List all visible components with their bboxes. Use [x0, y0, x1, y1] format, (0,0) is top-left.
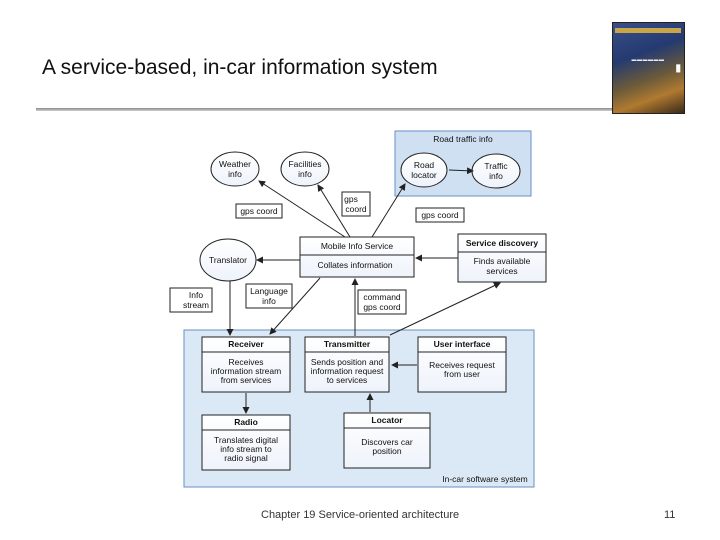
info-stream-line1: Info	[189, 290, 203, 300]
receiver-desc2: information stream	[211, 366, 281, 376]
mobile-info-service-box: Mobile Info Service Collates information	[299, 236, 415, 278]
traffic-info-line2: info	[489, 171, 503, 181]
transmitter-desc2: information request	[311, 366, 384, 376]
road-locator-line1: Road	[414, 160, 435, 170]
mobile-info-service-title: Mobile Info Service	[321, 241, 394, 251]
receiver-box: Receiver Receives information stream fro…	[201, 336, 291, 393]
service-discovery-box: Service discovery Finds available servic…	[457, 233, 547, 283]
user-interface-desc1: Receives request	[429, 360, 495, 370]
radio-box: Radio Translates digital info stream to …	[201, 414, 291, 471]
connector-lines	[226, 167, 501, 414]
user-interface-desc2: from user	[444, 369, 480, 379]
mobile-info-service-desc: Collates information	[317, 260, 392, 270]
gps-coord-mid-line1: gps	[344, 194, 358, 204]
info-stream-tag	[169, 287, 213, 313]
locator-title: Locator	[371, 415, 403, 425]
radio-desc1: Translates digital	[214, 435, 278, 445]
command-gps-line1: command	[363, 292, 401, 302]
transmitter-desc3: to services	[327, 375, 368, 385]
locator-desc1: Discovers car	[361, 437, 413, 447]
facilities-info-line2: info	[298, 169, 312, 179]
user-interface-title: User interface	[434, 339, 491, 349]
locator-desc2: position	[372, 446, 402, 456]
transmitter-title: Transmitter	[324, 339, 371, 349]
title-divider	[36, 108, 613, 111]
command-gps-tag	[357, 289, 407, 315]
radio-title: Radio	[234, 417, 258, 427]
service-discovery-desc1: Finds available	[474, 256, 531, 266]
footer-chapter: Chapter 19 Service-oriented architecture	[261, 509, 460, 521]
cover-stripe	[615, 28, 681, 33]
gps-coord-right-label: gps coord	[421, 210, 459, 220]
page-number: 11	[664, 509, 676, 521]
traffic-info-line1: Traffic	[484, 161, 508, 171]
facilities-info-node: Facilities info	[280, 151, 330, 187]
gps-coord-left-label: gps coord	[240, 206, 278, 216]
traffic-info-node: Traffic info	[471, 153, 521, 189]
radio-desc2: info stream to	[220, 444, 272, 454]
locator-box: Locator Discovers car position	[343, 412, 431, 469]
gps-coord-mid-tag	[341, 191, 371, 217]
gps-coord-mid-line2: coord	[345, 204, 367, 214]
receiver-desc3: from services	[221, 375, 272, 385]
cover-graphic: ▬▬▬▬▬▬	[631, 57, 665, 63]
info-stream-line2: stream	[183, 300, 209, 310]
language-info-line2: info	[262, 296, 276, 306]
gps-coord-right-tag	[415, 207, 465, 223]
service-discovery-title: Service discovery	[466, 238, 539, 248]
weather-info-line2: info	[228, 169, 242, 179]
weather-info-node: Weather info	[210, 151, 260, 187]
cover-number-graphic: ▮	[675, 63, 681, 74]
command-gps-line2: gps coord	[363, 302, 401, 312]
language-info-line1: Language	[250, 286, 288, 296]
language-info-tag	[245, 283, 293, 309]
facilities-info-line1: Facilities	[288, 159, 321, 169]
road-locator-node: Road locator	[400, 152, 448, 188]
user-interface-box: User interface Receives request from use…	[417, 336, 507, 393]
translator-node: Translator	[199, 238, 257, 282]
in-car-system-label: In-car software system	[442, 474, 528, 484]
transmitter-box: Transmitter Sends position and informati…	[304, 336, 390, 393]
weather-info-line1: Weather	[219, 159, 251, 169]
gps-coord-left-tag	[235, 203, 283, 219]
road-locator-line2: locator	[411, 170, 437, 180]
transmitter-desc1: Sends position and	[311, 357, 384, 367]
book-cover-image: ▬▬▬▬▬▬ ▮	[612, 22, 685, 114]
slide-title: A service-based, in-car information syst…	[42, 56, 438, 79]
translator-label: Translator	[209, 255, 247, 265]
receiver-title: Receiver	[228, 339, 264, 349]
road-traffic-group-label: Road traffic info	[433, 134, 493, 144]
radio-desc3: radio signal	[224, 453, 268, 463]
service-discovery-desc2: services	[486, 266, 517, 276]
receiver-desc1: Receives	[229, 357, 264, 367]
